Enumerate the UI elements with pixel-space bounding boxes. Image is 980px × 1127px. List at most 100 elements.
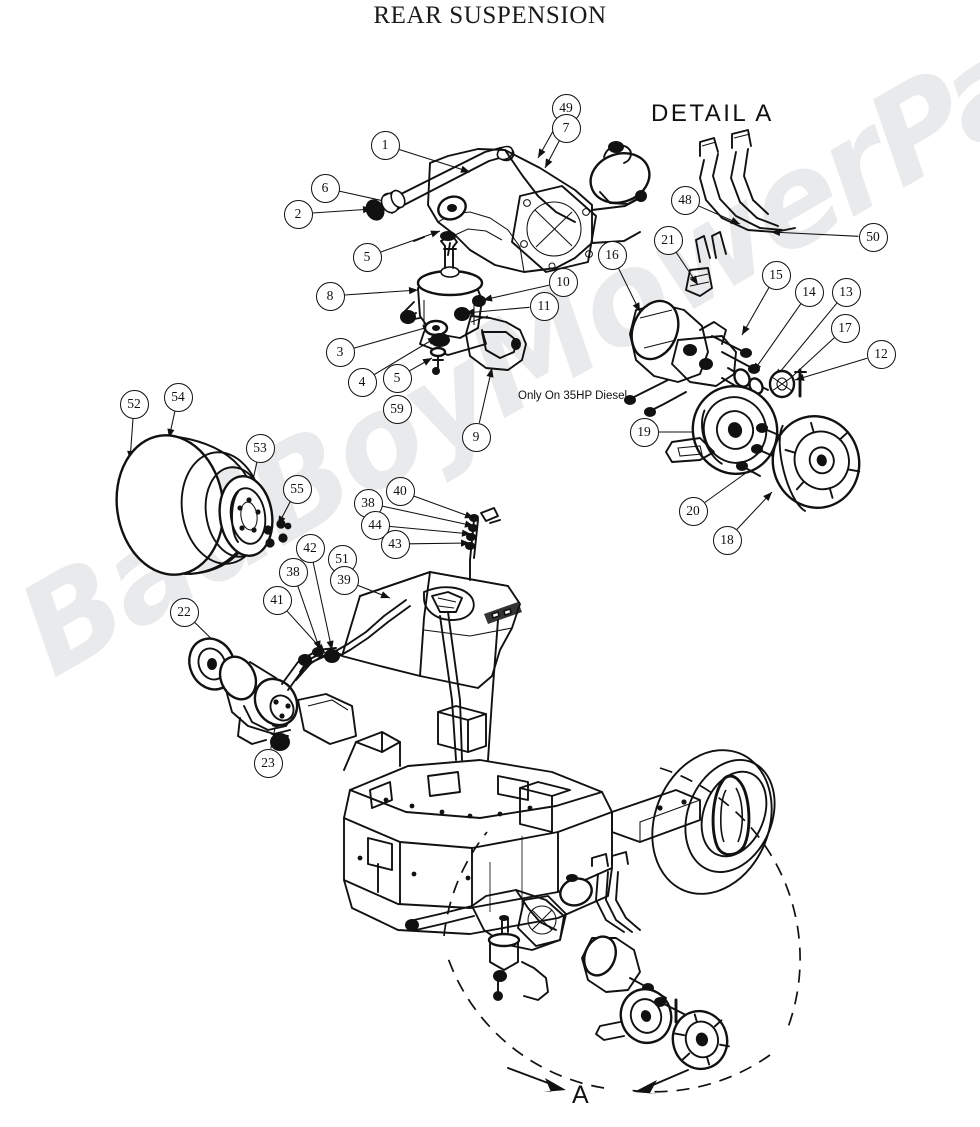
callout-bubble-5[interactable]: 5 [382,363,412,393]
leader-arrow-15 [742,325,750,335]
leader-line-39 [357,584,391,599]
callout-bubble-13[interactable]: 13 [831,277,861,307]
leader-arrow-41 [316,643,325,653]
leader-line-38 [297,585,321,651]
callout-bubble-21[interactable]: 21 [653,225,683,255]
callout-bubble-8[interactable]: 8 [315,281,345,311]
callout-bubble-52[interactable]: 52 [119,389,149,419]
leader-arrow-4 [427,337,437,345]
leader-arrow-9 [486,368,494,378]
leader-arrow-39 [380,591,390,599]
callout-bubble-38[interactable]: 38 [278,557,308,587]
callout-bubble-42[interactable]: 42 [295,533,325,563]
leader-arrow-6 [383,197,393,205]
leader-line-7 [544,140,560,169]
callout-bubble-12[interactable]: 12 [866,339,896,369]
detail-a-label: DETAIL A [651,100,774,127]
leader-line-16 [617,267,641,313]
section-a-marker-label: A [572,1081,589,1109]
leader-line-6 [339,190,394,204]
leader-line-52 [129,418,134,461]
callout-bubble-14[interactable]: 14 [794,277,824,307]
leader-arrow-7 [545,158,553,168]
leader-arrow-42 [326,640,334,650]
leader-line-18 [736,491,773,530]
leader-arrow-50 [771,228,781,236]
callout-bubble-15[interactable]: 15 [761,260,791,290]
leader-arrow-12 [795,373,805,381]
rear-tire-installed [651,749,776,895]
callout-bubble-53[interactable]: 53 [245,433,275,463]
hydro-pump-group [188,637,357,751]
leader-line-48 [698,205,741,225]
callout-bubble-11[interactable]: 11 [529,291,559,321]
leader-arrow-14 [753,362,762,372]
leader-line-53 [249,462,258,494]
leader-line-1 [398,148,471,173]
leader-arrow-53 [248,483,256,493]
callout-bubble-50[interactable]: 50 [858,222,888,252]
callout-bubble-3[interactable]: 3 [325,337,355,367]
callout-bubble-43[interactable]: 43 [380,529,410,559]
shock-canister-group [400,231,487,375]
leader-line-13 [774,302,838,379]
leader-line-20 [704,464,758,503]
callout-bubble-55[interactable]: 55 [282,474,312,504]
leader-line-5 [380,230,441,253]
callout-bubble-9[interactable]: 9 [461,422,491,452]
callout-bubble-20[interactable]: 20 [678,496,708,526]
detail-a-callout-circle [443,767,801,1094]
leader-arrow-11 [465,308,475,316]
leader-line-14 [752,303,802,373]
leader-arrow-43 [461,539,470,547]
leader-arrow-22 [219,646,228,655]
callout-bubble-4[interactable]: 4 [347,367,377,397]
leader-arrow-16 [632,302,640,312]
callout-bubble-5[interactable]: 5 [352,242,382,272]
leader-line-21 [675,251,699,286]
leader-line-42 [312,562,333,651]
watermark-text: BadBoyMowerParts.com [0,0,980,705]
leader-line-38 [382,505,475,527]
leader-line-50 [770,231,859,237]
leader-arrow-52 [127,450,135,460]
assembled-axle-detail [405,851,730,1071]
leader-arrow-18 [763,492,772,501]
callout-bubble-18[interactable]: 18 [712,525,742,555]
leader-arrow-5 [422,358,432,366]
leader-line-12 [794,357,868,381]
leader-line-8 [344,289,419,296]
leader-arrow-2 [362,206,372,214]
callout-bubble-2[interactable]: 2 [283,199,313,229]
leader-arrow-5 [430,230,440,238]
leader-line-40 [413,495,475,519]
callout-bubble-10[interactable]: 10 [548,267,578,297]
callout-bubble-16[interactable]: 16 [597,240,627,270]
leader-lines [127,120,868,749]
leader-arrow-20 [747,465,757,474]
callout-bubble-41[interactable]: 41 [262,585,292,615]
callout-bubble-23[interactable]: 23 [253,748,283,778]
leader-line-2 [312,208,373,214]
leader-line-43 [409,542,471,545]
leader-line-55 [277,501,291,526]
callout-bubble-39[interactable]: 39 [329,565,359,595]
callout-bubble-7[interactable]: 7 [551,113,581,143]
callout-bubble-6[interactable]: 6 [310,173,340,203]
callout-bubble-54[interactable]: 54 [163,382,193,412]
leader-arrow-1 [460,165,470,173]
fender-panel-group [299,507,522,689]
callout-bubble-1[interactable]: 1 [370,130,400,160]
callout-bubble-19[interactable]: 19 [629,417,659,447]
leader-arrow-38 [313,640,321,650]
callout-bubble-22[interactable]: 22 [169,597,199,627]
callout-bubble-17[interactable]: 17 [830,313,860,343]
callout-bubble-48[interactable]: 48 [670,185,700,215]
callout-bubble-59[interactable]: 59 [382,394,412,424]
leader-line-5 [409,357,433,372]
callout-bubble-40[interactable]: 40 [385,476,415,506]
leader-line-3 [353,325,433,349]
leader-line-54 [168,411,176,439]
